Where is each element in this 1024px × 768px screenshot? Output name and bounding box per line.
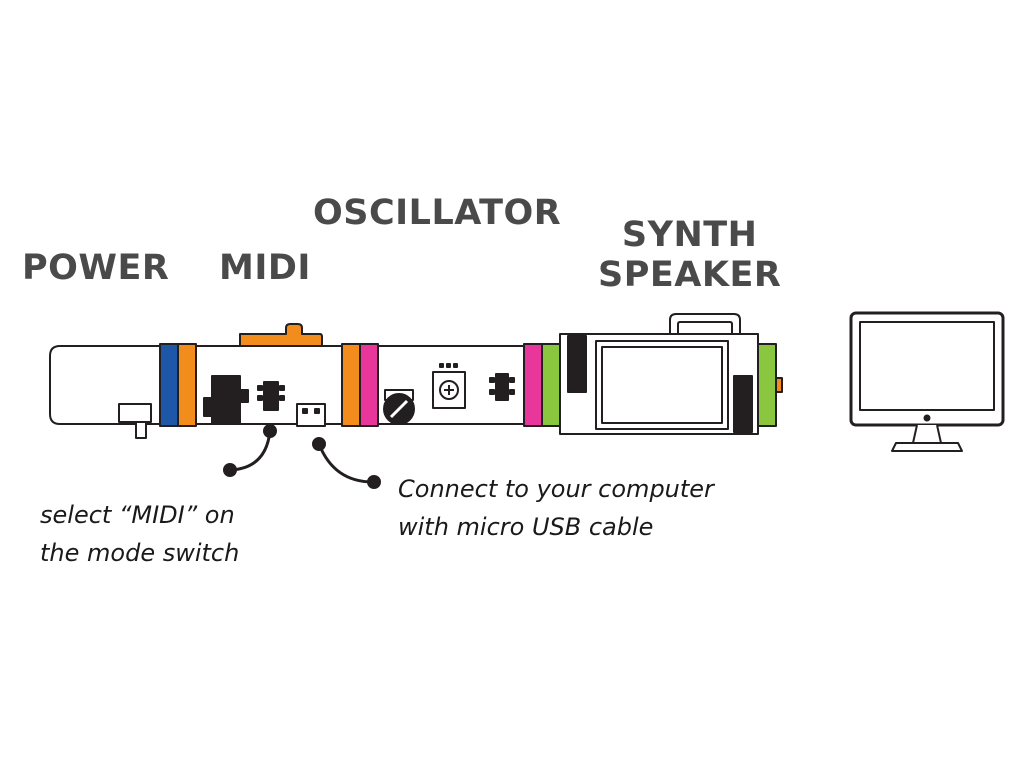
speaker-connector-block <box>567 335 587 393</box>
midi-chip-small <box>263 381 279 411</box>
oscillator-pink-connector <box>523 343 543 427</box>
usb-anchor-dot <box>312 437 326 451</box>
mode-switch-anchor-dot <box>263 424 277 438</box>
midi-orange-connector <box>341 343 361 427</box>
midi-mode-switch <box>239 323 323 347</box>
power-orange-connector <box>177 343 197 427</box>
speaker-green-connector <box>757 343 777 427</box>
power-module <box>49 343 197 439</box>
oscillator-chip <box>495 373 509 401</box>
power-label: POWER <box>22 248 170 288</box>
usb-note-line2: with micro USB cable <box>398 513 654 541</box>
speaker-handle <box>669 313 741 334</box>
power-switch-lever <box>135 421 147 439</box>
midi-chip-large <box>211 375 241 425</box>
oscillator-label: OSCILLATOR <box>313 193 562 233</box>
micro-usb-port <box>296 403 326 427</box>
oscillator-module <box>377 343 561 427</box>
midi-label: MIDI <box>219 248 311 288</box>
desktop-monitor-icon <box>849 311 1005 452</box>
midi-module <box>195 323 379 427</box>
power-blue-connector <box>159 343 179 427</box>
usb-leader <box>317 443 374 484</box>
mode-switch-note-line1: select “MIDI” on <box>40 501 235 529</box>
speaker-side-block <box>733 375 753 433</box>
mode-switch-note: select “MIDI” on the mode switch <box>40 496 239 572</box>
synth-speaker-label-line2: SPEAKER <box>598 255 782 295</box>
mode-switch-leader-dot <box>223 463 237 477</box>
synth-speaker-label: SYNTH SPEAKER <box>598 215 781 295</box>
usb-note-line1: Connect to your computer <box>398 475 714 503</box>
synth-speaker-module <box>559 313 783 435</box>
oscillator-green-connector <box>541 343 561 427</box>
synth-speaker-label-line1: SYNTH <box>621 215 758 255</box>
usb-note: Connect to your computer with micro USB … <box>398 470 714 546</box>
speaker-led <box>775 377 783 393</box>
midi-pink-connector <box>359 343 379 427</box>
mode-switch-leader <box>230 430 272 472</box>
power-switch <box>118 403 152 423</box>
mode-switch-note-line2: the mode switch <box>40 539 240 567</box>
usb-leader-dot <box>367 475 381 489</box>
